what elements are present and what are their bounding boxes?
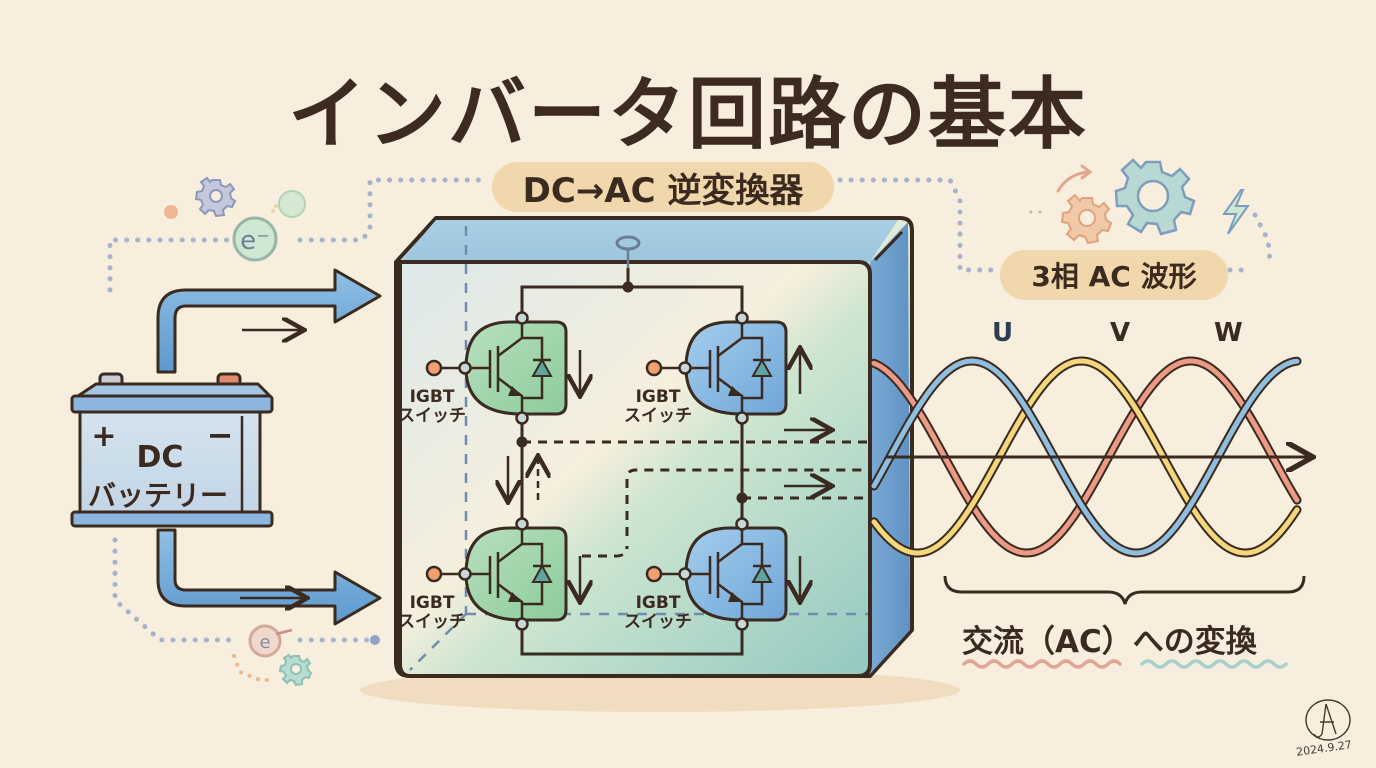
gear-icon-orange	[1060, 193, 1113, 245]
igbt-label-line2: スイッチ	[624, 406, 692, 426]
battery-plus-sign: +	[91, 419, 116, 454]
igbt-label-top-right: IGBT スイッチ	[624, 388, 692, 426]
collector-terminal	[735, 311, 749, 325]
junction-node	[516, 436, 528, 448]
ac-conversion-label: 交流（AC）への変換	[962, 624, 1257, 660]
emitter-terminal	[735, 617, 749, 631]
signature: 2024.9.27	[1295, 694, 1368, 760]
wavy-underline-teal	[1140, 659, 1288, 669]
connector-end-dot	[370, 635, 380, 645]
igbt-switches	[425, 311, 800, 631]
dotted-connector-orange	[232, 654, 274, 682]
emitter-terminal	[515, 617, 529, 631]
page-title: インバータ回路の基本	[287, 70, 1088, 160]
igbt-label-line2: スイッチ	[624, 612, 692, 632]
emitter-terminal	[515, 411, 529, 425]
phase-wave-v	[871, 358, 1300, 556]
electron-label: e⁻	[240, 226, 270, 256]
igbt-switch-top-left	[425, 311, 580, 425]
battery-minus-sign: −	[207, 416, 234, 454]
gate-input-icon	[425, 359, 443, 377]
phase-label-v: V	[1110, 318, 1131, 348]
svg-text:e: e	[259, 632, 270, 653]
igbt-label-line2: スイッチ	[398, 612, 466, 632]
gate-input-icon	[645, 565, 663, 583]
diode-icon	[531, 357, 553, 377]
igbt-label-bottom-right: IGBT スイッチ	[624, 594, 692, 632]
phase-label-w: W	[1214, 318, 1243, 348]
igbt-label-line1: IGBT	[409, 387, 455, 407]
diode-icon	[531, 563, 553, 583]
igbt-switch-bottom-right	[645, 517, 800, 631]
gate-terminal	[678, 361, 692, 375]
igbt-switch-top-right	[645, 311, 800, 425]
lightning-icon	[1222, 189, 1250, 235]
emitter-arrow-icon	[728, 386, 742, 396]
collector-terminal	[515, 517, 529, 531]
dc-input-arrow-top	[156, 268, 382, 374]
phase-label-u: U	[992, 318, 1014, 348]
dc-battery: + −	[70, 372, 274, 528]
emitter-terminal	[735, 411, 749, 425]
gate-terminal	[458, 361, 472, 375]
phase-wave-u	[871, 358, 1300, 556]
wavy-underline-red	[962, 659, 1122, 669]
inverter-label: DC→AC 逆変換器	[522, 170, 804, 211]
emitter-arrow-icon	[508, 386, 522, 396]
inverter-label-pill: DC→AC 逆変換器	[492, 162, 834, 212]
gear-icon	[194, 176, 237, 218]
signature-mark	[1305, 699, 1351, 741]
igbt-label-line1: IGBT	[409, 593, 455, 613]
output-label: 3相 AC 波形	[1031, 260, 1197, 293]
diode-icon	[751, 357, 773, 377]
emitter-arrow-icon	[508, 592, 522, 602]
electron-icon: e⁻	[232, 216, 278, 262]
junction-node	[736, 492, 748, 504]
gate-input-icon	[645, 359, 663, 377]
electron-icon-bottom: e	[248, 624, 293, 658]
igbt-label-line2: スイッチ	[398, 406, 466, 426]
collector-terminal	[735, 517, 749, 531]
gear-icon-teal	[1114, 158, 1196, 236]
rotation-arrow-icon	[1056, 164, 1093, 193]
box-shadow	[360, 668, 960, 712]
junction-node	[622, 281, 634, 293]
gear-icon-small	[278, 653, 313, 687]
igbt-label-line1: IGBT	[635, 593, 681, 613]
diode-icon	[751, 563, 773, 583]
dc-input-arrow-bottom	[156, 528, 382, 626]
dotted-connector-left-top	[107, 177, 1273, 643]
gate-terminal	[458, 567, 472, 581]
battery-label-dc: DC	[136, 440, 184, 475]
igbt-label-line1: IGBT	[635, 387, 681, 407]
igbt-switch-bottom-left	[425, 517, 580, 631]
battery-label: バッテリー	[88, 479, 229, 512]
igbt-label-top-left: IGBT スイッチ	[398, 388, 466, 426]
emitter-arrow-icon	[728, 592, 742, 602]
orange-dot-icon	[164, 205, 178, 219]
gate-terminal	[678, 567, 692, 581]
neutral-particle-icon	[271, 190, 306, 218]
collector-terminal	[515, 311, 529, 325]
ac-brace	[943, 575, 1306, 605]
output-label-pill: 3相 AC 波形	[1000, 250, 1228, 300]
gate-input-icon	[425, 565, 443, 583]
igbt-label-bottom-left: IGBT スイッチ	[398, 594, 466, 632]
